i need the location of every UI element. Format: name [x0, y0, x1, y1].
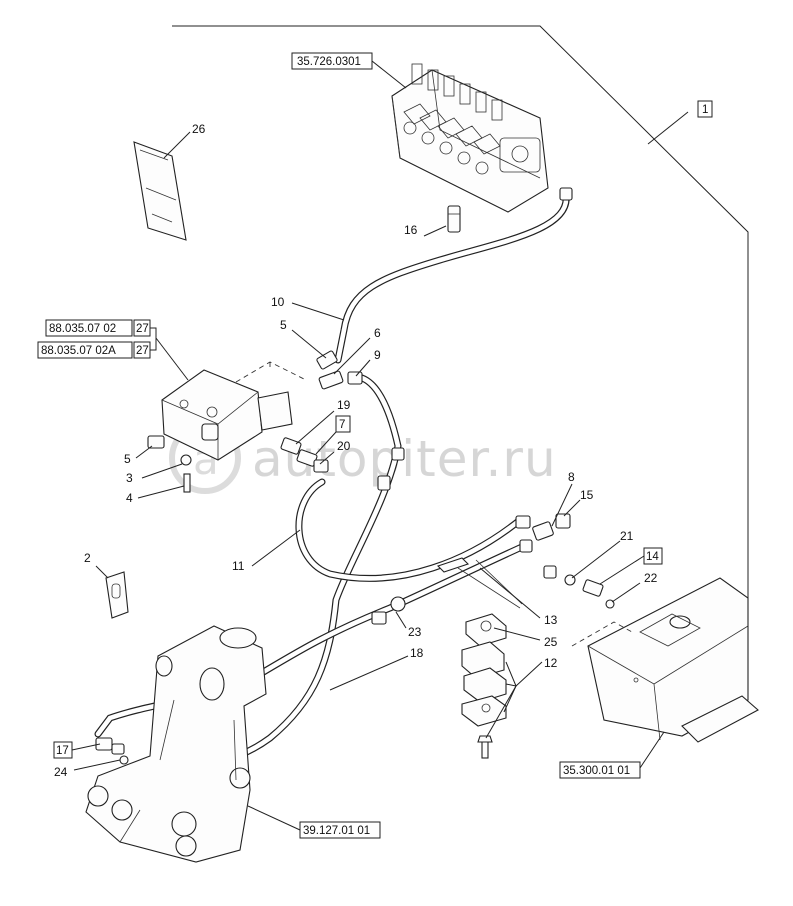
callout-23: 23: [408, 625, 422, 639]
operator-manual: [133, 131, 191, 241]
svg-text:7: 7: [339, 419, 345, 431]
hydraulic-tank: [571, 577, 759, 743]
hose-clamps: [461, 613, 507, 759]
item-tag-7: 7: [315, 415, 351, 455]
callout-16: 16: [404, 223, 418, 237]
frame-ref-tag: 39.127.01 01: [247, 805, 381, 839]
item-tag-17: 17: [53, 741, 101, 759]
callout-18: 18: [410, 646, 424, 660]
item-tag-14: 14: [599, 547, 663, 585]
svg-text:1: 1: [702, 104, 708, 116]
item-tag-1: 1: [697, 100, 713, 118]
svg-text:17: 17: [56, 745, 69, 757]
control-valve-block: [391, 63, 549, 213]
loader-frame: [85, 625, 267, 863]
callout-21: 21: [620, 529, 634, 543]
callout-11: 11: [232, 559, 245, 573]
callout-24: 24: [54, 765, 68, 779]
callout-19: 19: [337, 398, 351, 412]
callout-6: 6: [374, 326, 381, 340]
callout-13: 13: [544, 613, 558, 627]
callout-5-top: 5: [280, 318, 287, 332]
tank-ref-tag: 35.300.01 01: [559, 731, 665, 779]
kit-bracket-line: [172, 25, 749, 598]
callout-5-left: 5: [124, 452, 131, 466]
filter-block: [147, 361, 307, 493]
callout-20: 20: [337, 439, 351, 453]
callout-4: 4: [126, 491, 133, 505]
svg-text:14: 14: [646, 551, 659, 563]
callout-15: 15: [580, 488, 594, 502]
filter-ref-1: 88.035.07 02: [49, 323, 116, 335]
callout-10: 10: [271, 295, 285, 309]
tank-ref-label: 35.300.01 01: [563, 765, 630, 777]
callout-leaders: [73, 302, 641, 771]
callout-3: 3: [126, 471, 133, 485]
callout-12: 12: [544, 656, 558, 670]
valve-ref-label: 35.726.0301: [297, 56, 361, 68]
filter-ref-1-item: 27: [136, 323, 149, 335]
callout-25: 25: [544, 635, 558, 649]
filter-ref-2-item: 27: [136, 345, 149, 357]
valve-ref-tag: 35.726.0301: [291, 52, 407, 89]
callout-2: 2: [84, 551, 91, 565]
filter-ref-2: 88.035.07 02A: [41, 345, 116, 357]
fittings: [95, 187, 615, 773]
callout-26: 26: [192, 122, 206, 136]
callout-8: 8: [568, 470, 575, 484]
filter-ref-tags: 88.035.07 02 27 88.035.07 02A 27: [37, 319, 189, 381]
bracket-2: [95, 565, 129, 619]
frame-ref-label: 39.127.01 01: [303, 825, 370, 837]
fitting-16: [423, 205, 461, 237]
callout-9: 9: [374, 348, 381, 362]
callout-22: 22: [644, 571, 658, 585]
